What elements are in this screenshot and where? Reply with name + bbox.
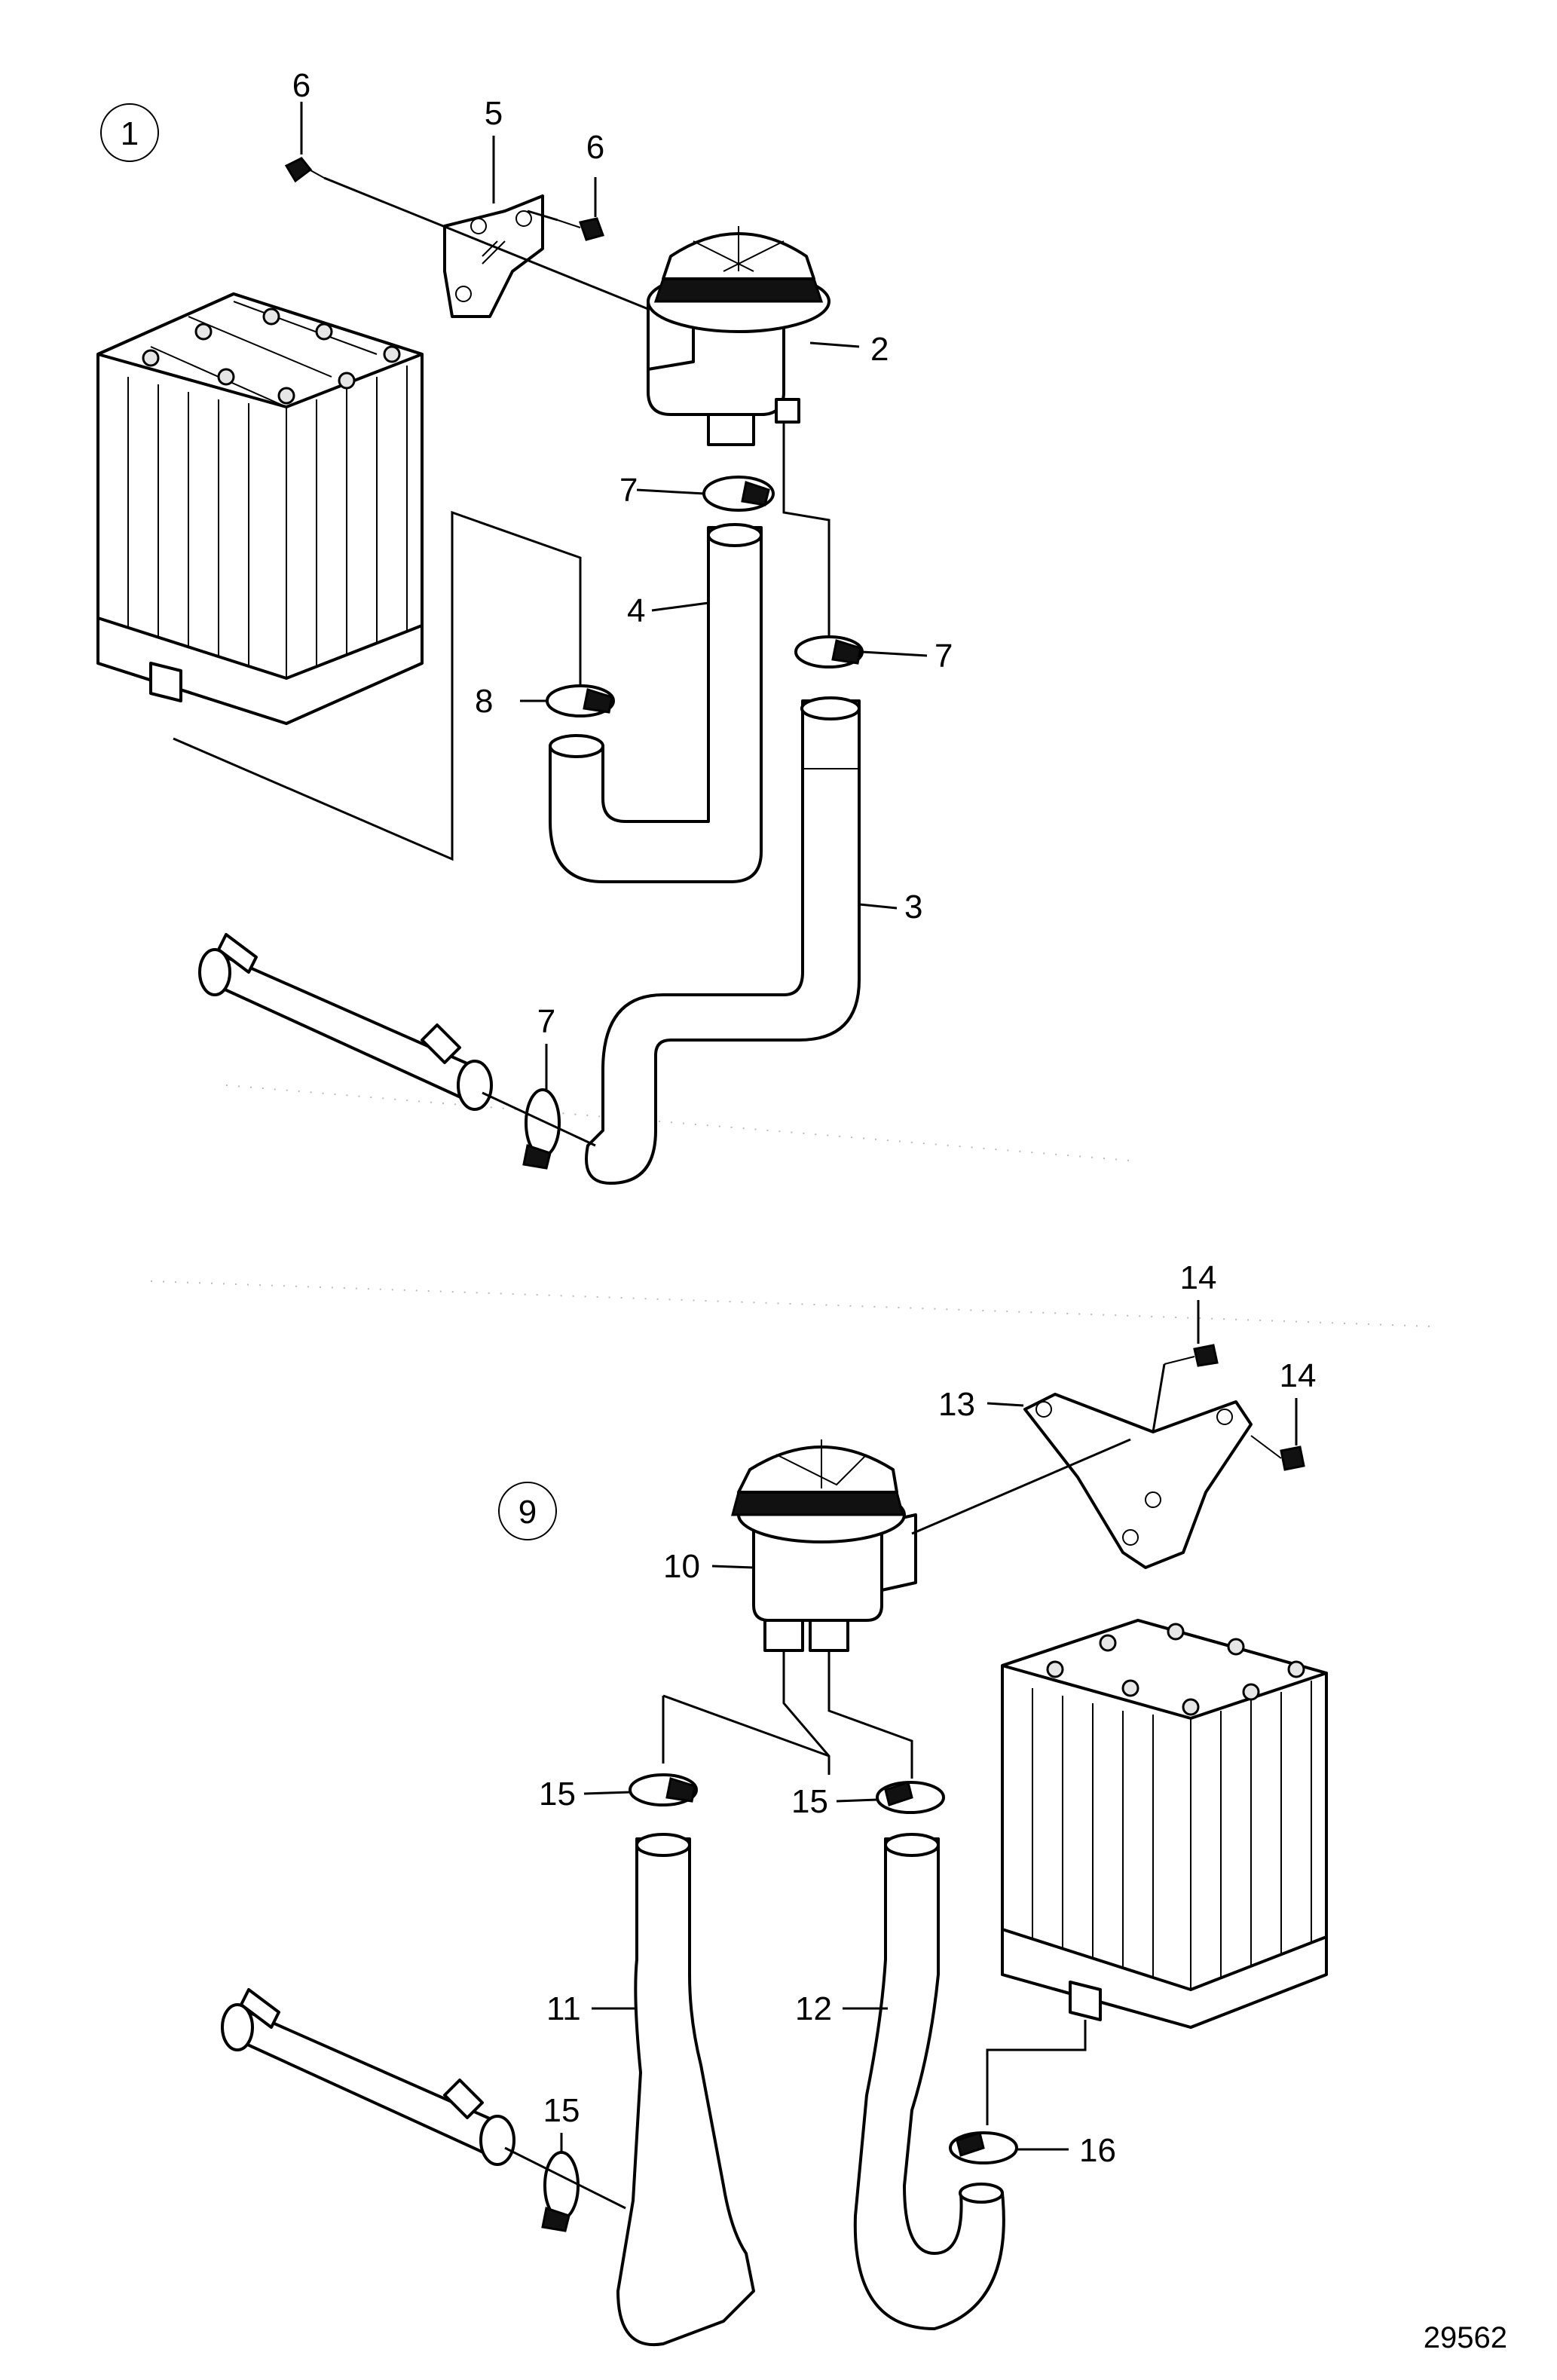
coolant-hose-12 <box>853 1833 1005 2330</box>
screw-6-right <box>557 217 604 241</box>
group-9-label: 9 <box>518 1494 537 1531</box>
label-2: 2 <box>870 331 889 368</box>
group-1-callout: 1 <box>100 103 159 162</box>
heat-exchanger-top <box>96 292 424 725</box>
heat-exchanger-bottom <box>1001 1619 1328 2029</box>
label-14-right: 14 <box>1280 1357 1317 1394</box>
label-7-upper: 7 <box>619 472 638 509</box>
water-pipe-top <box>198 933 493 1111</box>
label-6-right: 6 <box>586 129 604 166</box>
expansion-tank-bottom <box>731 1439 917 1652</box>
group-9-assembly: 9 <box>221 1300 1328 2347</box>
group-9-callout: 9 <box>498 1482 557 1540</box>
label-7-lower: 7 <box>537 1003 555 1040</box>
label-16: 16 <box>1079 2132 1116 2169</box>
coolant-hose-3 <box>585 696 861 1185</box>
label-15-left: 15 <box>539 1776 576 1813</box>
label-3: 3 <box>904 889 922 925</box>
screw-6-left <box>284 157 325 183</box>
screw-14-top <box>1164 1344 1219 1367</box>
label-15-right: 15 <box>791 1783 828 1820</box>
screw-14-right <box>1250 1435 1305 1471</box>
bracket-bottom <box>1023 1393 1253 1569</box>
hose-clamp-7-lower <box>522 1088 561 1170</box>
group-1-assembly: 1 <box>96 102 928 1185</box>
hose-clamp-15-lower <box>541 2151 580 2232</box>
label-13: 13 <box>938 1386 975 1423</box>
hose-clamp-8 <box>546 684 615 717</box>
label-4: 4 <box>627 592 645 629</box>
coolant-hose-11 <box>616 1833 755 2347</box>
hose-clamp-7-middle <box>794 635 864 668</box>
coolant-hose-4 <box>549 523 763 883</box>
label-6-left: 6 <box>292 67 310 104</box>
expansion-tank-top <box>647 226 831 446</box>
label-11: 11 <box>546 1990 581 2027</box>
group-1-label: 1 <box>121 115 139 152</box>
hose-clamp-15-left <box>629 1773 698 1806</box>
label-7-middle: 7 <box>935 638 953 675</box>
label-14-top: 14 <box>1180 1259 1217 1296</box>
bracket-top <box>443 194 544 318</box>
label-15-lower: 15 <box>543 2092 580 2129</box>
label-5: 5 <box>485 95 503 132</box>
hose-clamp-15-right <box>876 1781 945 1814</box>
label-12: 12 <box>795 1990 832 2027</box>
hose-clamp-7-upper <box>702 476 775 512</box>
water-pipe-bottom <box>221 1988 515 2166</box>
label-8: 8 <box>475 683 493 720</box>
label-10: 10 <box>663 1548 700 1585</box>
hose-clamp-16 <box>949 2131 1018 2164</box>
reference-number: 29562 <box>1424 2321 1507 2354</box>
